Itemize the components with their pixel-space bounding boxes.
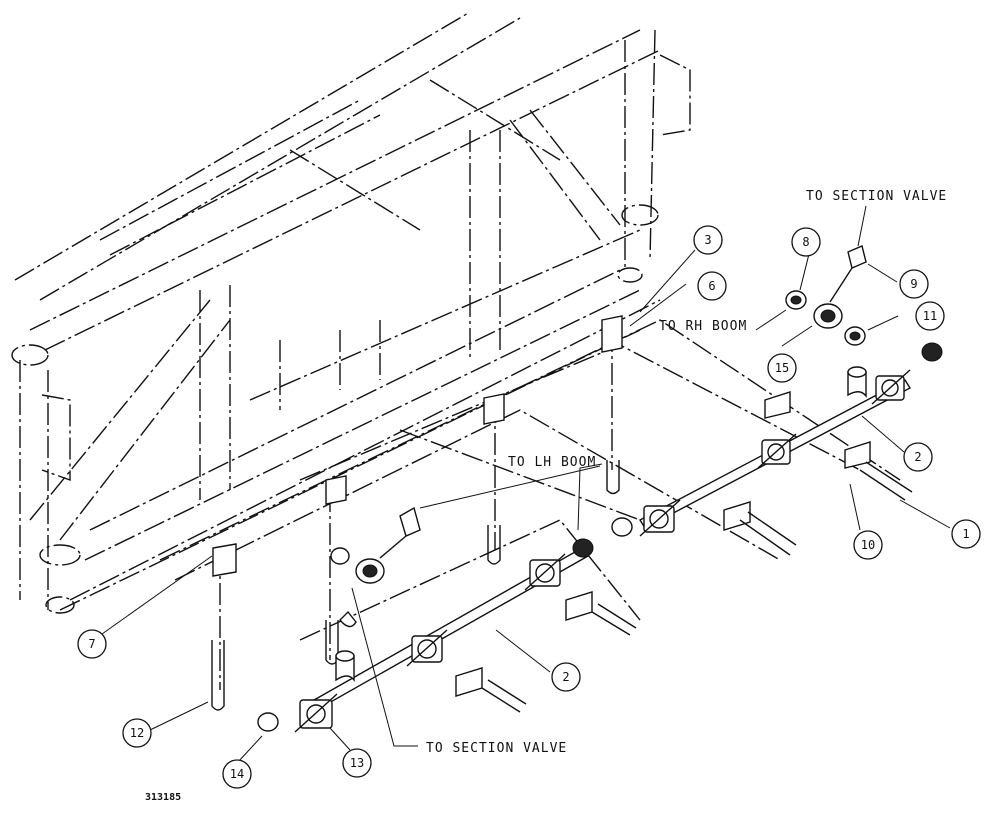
item-balloon-1: 1 (951, 519, 981, 549)
item-balloon-2-upper: 2 (903, 442, 933, 472)
rh-boom-pipe (611, 342, 943, 556)
item-balloon-11: 11 (915, 301, 945, 331)
item-balloon-10: 10 (853, 530, 883, 560)
nozzle-body (871, 369, 911, 405)
nozzle-body (524, 553, 566, 591)
svg-text:12: 12 (130, 726, 144, 740)
adapter-fitting (339, 610, 357, 628)
lh-fitting-group (330, 506, 421, 628)
nozzle-body (406, 629, 448, 667)
item-balloon-3: 3 (693, 225, 723, 255)
rh-fitting-group (785, 245, 867, 346)
item-balloon-6: 6 (697, 271, 727, 301)
item-balloon-14: 14 (222, 759, 252, 789)
mount-brackets (212, 315, 623, 577)
hose-barb (399, 506, 421, 537)
svg-text:9: 9 (910, 277, 917, 291)
callout-to-section-valve-top: TO SECTION VALVE (806, 189, 947, 204)
boom-frame (11, 11, 691, 614)
end-cap (611, 517, 633, 537)
item-balloons: 1 2 2 3 6 7 8 9 (77, 225, 981, 789)
callout-labels: TO SECTION VALVE TO RH BOOM TO LH BOOM T… (426, 189, 947, 756)
svg-text:14: 14 (230, 767, 244, 781)
nozzle-body (757, 433, 797, 469)
hose-barb (847, 245, 867, 269)
svg-text:8: 8 (802, 235, 809, 249)
svg-text:6: 6 (708, 279, 715, 293)
callout-to-rh-boom: TO RH BOOM (659, 319, 747, 334)
svg-text:15: 15 (775, 361, 789, 375)
leader-lines (101, 205, 951, 763)
item-balloon-8: 8 (791, 227, 821, 257)
svg-text:11: 11 (923, 309, 937, 323)
svg-text:10: 10 (861, 538, 875, 552)
nozzle-body (294, 693, 338, 733)
item-balloon-12: 12 (122, 718, 152, 748)
svg-text:2: 2 (914, 450, 921, 464)
elbow-fitting (330, 547, 350, 565)
end-cap (257, 712, 279, 732)
item-balloon-9: 9 (899, 269, 929, 299)
item-balloon-13: 13 (342, 748, 372, 778)
nozzle-body (639, 499, 681, 537)
end-cap (921, 342, 943, 362)
item-balloon-2-lower: 2 (551, 662, 581, 692)
item-balloon-15: 15 (767, 353, 797, 383)
callout-to-section-valve-bottom: TO SECTION VALVE (426, 741, 567, 756)
drawing-number: 313185 (145, 792, 181, 803)
svg-text:2: 2 (562, 670, 569, 684)
callout-to-lh-boom: TO LH BOOM (508, 455, 596, 470)
lh-boom-pipe (257, 538, 637, 733)
svg-text:7: 7 (88, 637, 95, 651)
end-cap (572, 538, 594, 558)
item-balloon-7: 7 (77, 629, 107, 659)
svg-text:13: 13 (350, 756, 364, 770)
svg-text:1: 1 (962, 527, 969, 541)
svg-text:3: 3 (704, 233, 711, 247)
